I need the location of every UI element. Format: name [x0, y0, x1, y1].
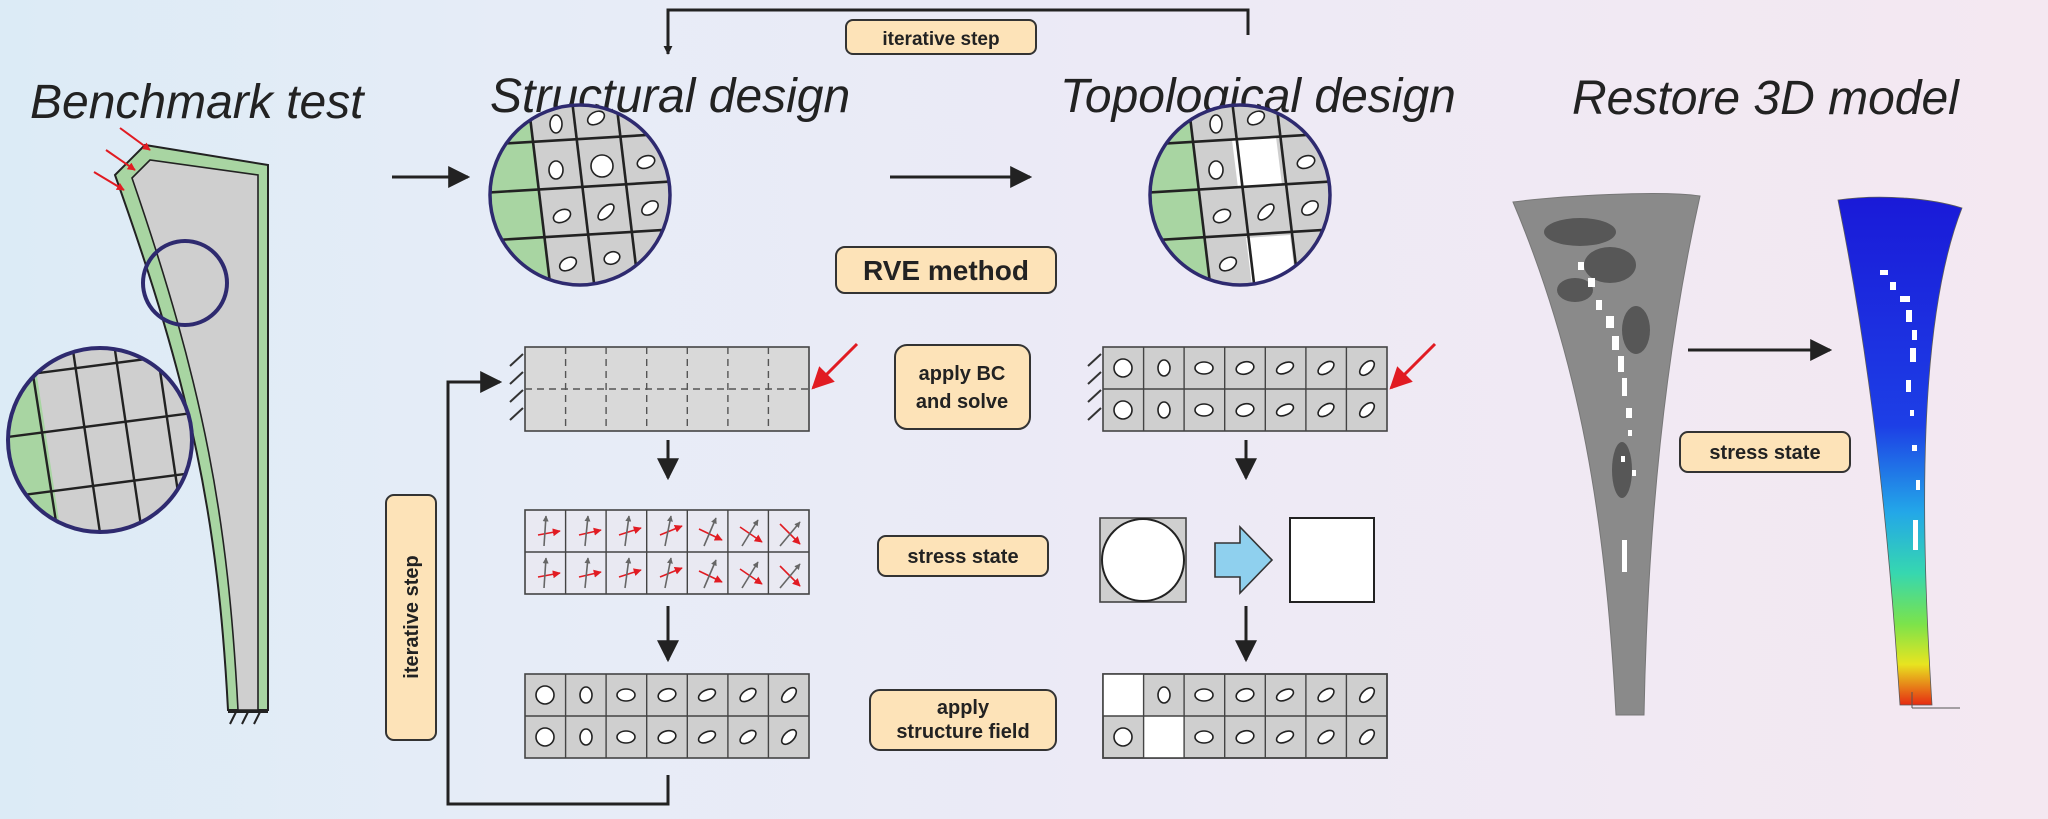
label-stress-state-center: stress state — [877, 535, 1049, 577]
side-iterative-loop: iterative step — [385, 371, 670, 806]
label-apply-structure-field: apply structure field — [869, 689, 1057, 751]
top-iterative-loop: iterative step — [663, 8, 1250, 55]
arrow-right-icon — [1214, 525, 1274, 595]
structural-structure-field — [524, 673, 810, 759]
label-apply-sf-line2: structure field — [896, 721, 1029, 743]
topological-mesh-bc — [1087, 342, 1437, 432]
topological-result-grid — [1102, 673, 1388, 759]
structural-magnifier — [488, 103, 672, 287]
label-apply-bc: apply BC and solve — [894, 344, 1031, 430]
benchmark-magnifier — [6, 346, 194, 534]
rve-method-label: RVE method — [835, 246, 1057, 294]
label-rve: RVE method — [863, 255, 1029, 286]
label-iterative-side: iterative step — [401, 555, 423, 678]
title-restore: Restore 3D model — [1572, 72, 1960, 125]
structural-stress-grid — [524, 509, 810, 595]
label-apply-sf-line1: apply — [937, 697, 990, 719]
topology-transition — [1099, 517, 1375, 603]
label-apply-bc-line2: and solve — [916, 391, 1008, 413]
label-stress-state-right: stress state — [1679, 431, 1851, 473]
label-stress-right-text: stress state — [1709, 442, 1820, 464]
label-stress-center-text: stress state — [907, 546, 1018, 568]
structural-mesh-bc — [509, 342, 859, 432]
label-iterative-top: iterative step — [882, 29, 999, 50]
title-benchmark: Benchmark test — [30, 76, 365, 129]
restored-density-model — [1512, 193, 1701, 716]
stress-contour-model — [1837, 196, 1963, 709]
topological-magnifier — [1148, 103, 1332, 287]
label-apply-bc-line1: apply BC — [919, 363, 1006, 385]
